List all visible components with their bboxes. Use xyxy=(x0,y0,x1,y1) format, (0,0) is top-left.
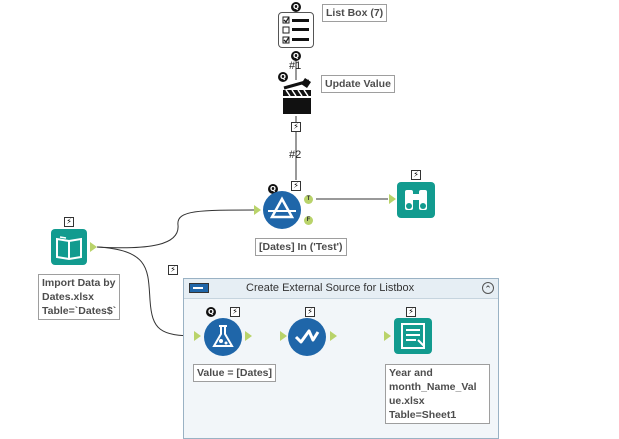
lightning-anchor-icon[interactable]: ⚡ xyxy=(291,122,301,132)
annotation-line: month_Name_Val xyxy=(389,381,477,393)
collapse-icon[interactable]: ⌃ xyxy=(482,282,494,294)
list-box-annotation[interactable]: List Box (7) xyxy=(322,4,388,22)
question-anchor-icon[interactable]: Q xyxy=(291,2,301,12)
checklist-icon xyxy=(282,16,309,44)
annotation-line: Import Data by xyxy=(42,277,116,289)
select-tool[interactable] xyxy=(288,318,326,356)
filter-true-anchor[interactable]: T xyxy=(304,195,313,204)
update-value-tool[interactable] xyxy=(281,76,313,116)
connection-label-1: #1 xyxy=(289,60,302,72)
filter-input-anchor[interactable] xyxy=(254,205,261,215)
lightning-anchor-icon[interactable]: ⚡ xyxy=(411,170,421,180)
formula-output-anchor[interactable] xyxy=(245,331,252,341)
clapperboard-icon xyxy=(283,78,311,114)
annotation-line: Year and xyxy=(389,367,433,379)
connection-label-2: #2 xyxy=(289,149,302,161)
annotation-line: ue.xlsx xyxy=(389,395,425,407)
output-data-annotation[interactable]: Year and month_Name_Val ue.xlsx Table=Sh… xyxy=(385,364,490,424)
list-box-tool[interactable] xyxy=(278,12,314,48)
formula-annotation[interactable]: Value = [Dates] xyxy=(193,364,276,382)
lightning-anchor-icon[interactable]: ⚡ xyxy=(406,307,416,317)
browse-tool[interactable] xyxy=(397,182,435,218)
formula-input-anchor[interactable] xyxy=(194,331,201,341)
lightning-anchor-icon[interactable]: ⚡ xyxy=(305,307,315,317)
container-header[interactable]: Create External Source for Listbox ⌃ xyxy=(184,279,498,299)
annotation-line: Table=`Dates$` xyxy=(42,305,117,317)
binoculars-icon xyxy=(405,190,427,210)
browse-input-anchor[interactable] xyxy=(389,194,396,204)
question-anchor-icon[interactable]: Q xyxy=(278,72,288,82)
book-icon xyxy=(56,236,82,261)
annotation-line: Dates.xlsx xyxy=(42,291,94,303)
select-output-anchor[interactable] xyxy=(330,331,337,341)
input-output-anchor[interactable] xyxy=(90,242,97,252)
lightning-anchor-icon[interactable]: ⚡ xyxy=(64,217,74,227)
lightning-anchor-icon[interactable]: ⚡ xyxy=(168,265,178,275)
question-anchor-icon[interactable]: Q xyxy=(291,51,301,61)
output-input-anchor[interactable] xyxy=(384,331,391,341)
filter-false-anchor[interactable]: F xyxy=(304,216,313,225)
container-toggle-icon[interactable] xyxy=(189,283,209,293)
filter-triangle-icon xyxy=(268,196,296,219)
lightning-anchor-icon[interactable]: ⚡ xyxy=(291,181,301,191)
formula-tool[interactable] xyxy=(204,318,242,356)
question-anchor-icon[interactable]: Q xyxy=(268,184,278,194)
document-output-icon xyxy=(401,323,425,349)
question-anchor-icon[interactable]: Q xyxy=(206,307,216,317)
lightning-anchor-icon[interactable]: ⚡ xyxy=(230,307,240,317)
checkmark-icon xyxy=(294,329,320,344)
flask-icon xyxy=(212,325,234,347)
input-data-tool[interactable] xyxy=(51,229,87,265)
select-input-anchor[interactable] xyxy=(280,331,287,341)
filter-tool[interactable] xyxy=(263,191,301,229)
filter-annotation[interactable]: [Dates] In ('Test') xyxy=(255,238,347,256)
update-value-annotation[interactable]: Update Value xyxy=(321,75,395,93)
output-data-tool[interactable] xyxy=(394,318,432,354)
annotation-line: Table=Sheet1 xyxy=(389,409,457,421)
container-title: Create External Source for Listbox xyxy=(246,282,415,294)
input-data-annotation[interactable]: Import Data by Dates.xlsx Table=`Dates$` xyxy=(38,274,121,320)
